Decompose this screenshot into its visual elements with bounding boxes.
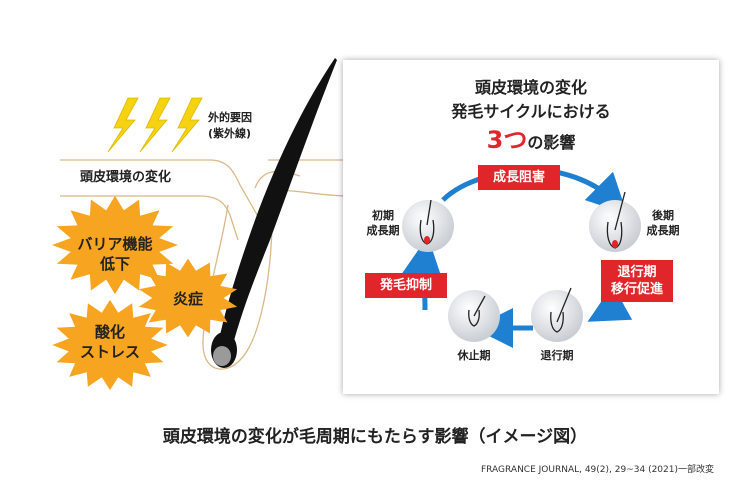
stage-early-label: 初期 成長期 [365,208,401,238]
source-citation: FRAGRANCE JOURNAL, 49(2), 29~34 (2021)一部… [480,465,714,475]
hair-cycle-panel: 頭皮環境の変化 発毛サイクルにおける 3つの影響 [343,60,719,394]
stage-circle-early [402,200,454,252]
stage-circle-late [589,200,641,252]
follicle-resting-icon [468,295,486,327]
stage-regression-label: 退行期 [540,349,574,362]
burst-oxidative-line2: ストレス [79,343,140,361]
stage-late-line1: 後期 [652,209,674,222]
follicle-late-icon [606,191,626,249]
burst-inflammation-shape [138,258,238,338]
stage-circle-resting [448,290,500,342]
stage-late-label: 後期 成長期 [643,208,683,238]
panel-title-line2: 発毛サイクルにおける [451,102,611,121]
uv-label-line2: (紫外線) [208,127,252,140]
uv-label: 外的要因 (紫外線) [208,110,252,142]
stage-circle-regression [531,290,583,342]
figure-caption: 頭皮環境の変化が毛周期にもたらす影響（イメージ図） [162,427,588,447]
stage-circles [402,200,641,342]
panel-title-rest: の影響 [527,133,576,152]
uv-lightning-group [107,97,203,153]
burst-barrier-line1: バリア機能 [77,235,153,253]
burst-barrier-label: バリア機能 低下 [60,234,170,274]
panel-title-number: 3つ [486,126,528,154]
follicle-early-icon [419,199,435,245]
mini-follicles [419,191,626,333]
effect-regression-promotion: 退行期 移行促進 [601,260,673,302]
follicle-regression-icon [550,287,572,333]
burst-oxidative-line1: 酸化 [94,323,125,341]
effect-growth-inhibition: 成長阻害 [478,165,560,190]
burst-barrier-shape [52,195,178,295]
burst-oxidative-shape [52,299,168,391]
effect-regression-promotion-line2: 移行促進 [610,282,663,297]
stage-late-line2: 成長期 [646,224,680,237]
effect-hair-suppression: 発毛抑制 [365,273,447,298]
bursts [52,195,238,391]
lightning-icon [107,97,139,153]
dermal-papilla [213,346,231,366]
stage-resting-label: 休止期 [457,349,491,362]
lightning-icon [171,97,203,153]
stage-early-line2: 成長期 [366,224,400,237]
scalp-change-label: 頭皮環境の変化 [80,170,172,185]
effect-regression-promotion-line1: 退行期 [617,265,657,280]
lightning-icon [139,97,171,153]
burst-barrier-line2: 低下 [99,255,130,273]
panel-title-line1: 頭皮環境の変化 [474,78,587,97]
uv-label-line1: 外的要因 [208,111,252,124]
hair-shaft [218,58,337,348]
panel-title-line3: 3つの影響 [343,120,719,155]
stage-early-line1: 初期 [372,209,394,222]
burst-inflammation-label: 炎症 [172,290,203,308]
burst-oxidative-label: 酸化 ストレス [60,322,160,362]
